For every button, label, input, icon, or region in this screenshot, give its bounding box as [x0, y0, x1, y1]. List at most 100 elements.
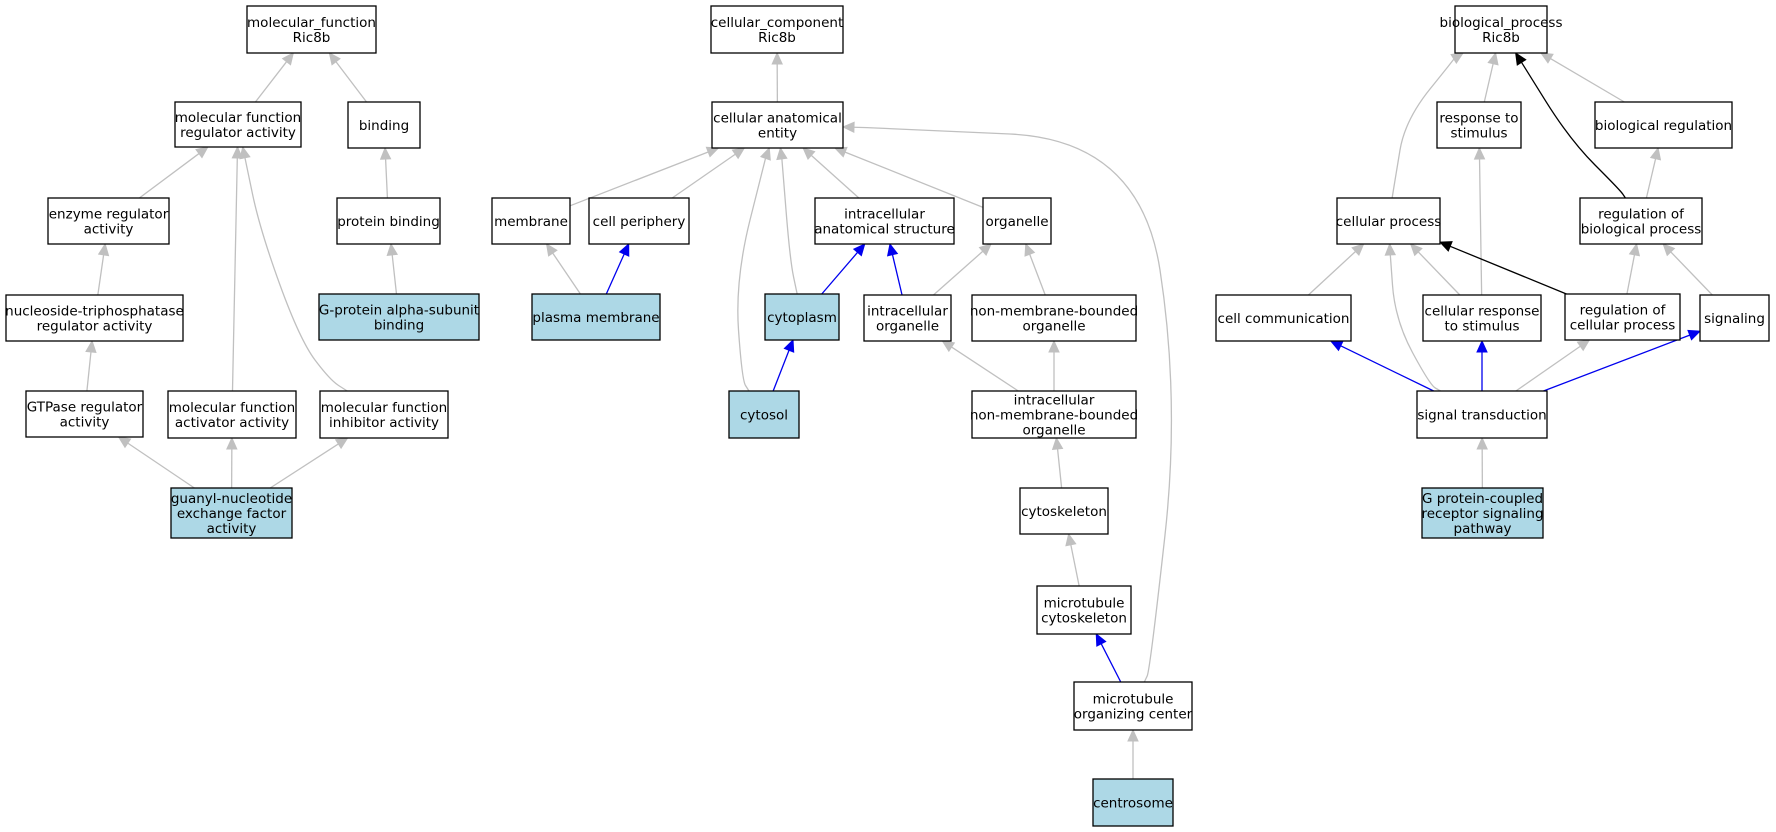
edge-line	[1670, 251, 1713, 296]
node-membrane[interactable]: membrane	[491, 197, 571, 245]
edge-reg_cell_proc-to-cell_proc	[1438, 241, 1567, 295]
node-label-line: regulation of	[1580, 303, 1667, 319]
arrowhead	[1515, 51, 1527, 66]
node-label-line: organelle	[1022, 423, 1085, 439]
node-signaling[interactable]: signaling	[1699, 294, 1770, 342]
arrowhead	[1409, 243, 1423, 257]
edge-line	[1100, 643, 1122, 683]
node-label-line: entity	[758, 126, 797, 142]
edge-plasma_mem-to-cell_periph	[605, 242, 630, 295]
node-box	[814, 197, 955, 245]
arrowhead	[1539, 52, 1554, 64]
node-label-line: centrosome	[1093, 796, 1173, 812]
edge-cell_resp_stim-to-cell_proc	[1409, 243, 1461, 296]
node-plasma-mem[interactable]: plasma membrane	[531, 293, 661, 341]
edge-cytosol-to-cytoplasm	[772, 338, 795, 392]
node-box	[1036, 585, 1132, 635]
node-label-line: G protein-coupled	[1422, 491, 1543, 507]
edge-line	[1626, 254, 1636, 295]
node-label-line: inhibitor activity	[329, 415, 439, 431]
node-prot-bind[interactable]: protein binding	[336, 197, 441, 245]
node-bio-reg[interactable]: biological regulation	[1594, 101, 1733, 149]
edge-line	[1070, 544, 1080, 587]
edge-line	[1417, 251, 1461, 296]
node-cytosol[interactable]: cytosol	[728, 390, 800, 439]
edge-line	[772, 350, 790, 392]
node-box	[711, 101, 844, 149]
arrowhead	[705, 146, 720, 158]
arrowhead	[1384, 242, 1397, 256]
arrowhead	[1476, 436, 1488, 450]
node-label-line: activator activity	[175, 415, 289, 431]
node-label-line: molecular_function	[247, 15, 376, 31]
node-label-line: protein binding	[337, 214, 440, 230]
edge-line	[1515, 345, 1581, 392]
node-label-line: signaling	[1704, 311, 1765, 327]
node-label-line: cytoskeleton	[1021, 504, 1107, 520]
edge-cell_resp_stim-to-resp_stim	[1473, 146, 1486, 296]
node-cytoskel[interactable]: cytoskeleton	[1019, 487, 1109, 535]
node-label-line: activity	[84, 222, 134, 238]
node-label-line: Ric8b	[293, 30, 331, 46]
node-organelle[interactable]: organelle	[982, 197, 1052, 245]
node-label-line: to stimulus	[1445, 319, 1520, 335]
node-binding[interactable]: binding	[347, 101, 421, 149]
node-label-line: cell communication	[1218, 311, 1350, 327]
edge-line	[891, 254, 903, 296]
edge-gtpase_reg-to-ntp_reg	[85, 339, 97, 392]
node-box	[47, 197, 170, 245]
edge-gef-to-mf_inh	[269, 437, 349, 489]
node-cell-periph[interactable]: cell periphery	[588, 197, 690, 245]
edge-line	[1056, 448, 1063, 489]
node-box	[1336, 197, 1441, 245]
node-sig-trans[interactable]: signal transduction	[1416, 390, 1548, 439]
arrowhead	[1628, 242, 1641, 257]
edge-cell_proc-to-bp_root	[1391, 52, 1465, 199]
node-box	[1421, 487, 1544, 539]
node-cell-comm[interactable]: cell communication	[1215, 294, 1352, 342]
node-label-line: organelle	[876, 319, 939, 335]
arrowhead	[281, 52, 295, 66]
node-label-line: organelle	[985, 214, 1048, 230]
node-cell-proc[interactable]: cellular process	[1336, 197, 1442, 245]
node-label-line: pathway	[1454, 521, 1512, 537]
node-box	[728, 390, 800, 439]
node-label-line: Ric8b	[1482, 30, 1520, 46]
edge-ic_nmb_org-to-nmb_org	[1048, 339, 1060, 391]
edge-prot_bind-to-binding	[379, 146, 392, 199]
node-cytoplasm[interactable]: cytoplasm	[764, 293, 840, 341]
edge-ic_org-to-organelle	[933, 243, 992, 296]
edge-membrane-to-cae	[569, 146, 720, 207]
node-centrosome[interactable]: centrosome	[1092, 778, 1174, 827]
node-box	[1073, 681, 1193, 731]
node-ic-nmb-org[interactable]: intracellularnon-membrane-boundedorganel…	[970, 390, 1138, 439]
node-label-line: binding	[359, 118, 409, 134]
node-label-line: activity	[60, 415, 110, 431]
edge-nmb_org-to-organelle	[1024, 242, 1046, 296]
edges-layer	[85, 51, 1713, 779]
